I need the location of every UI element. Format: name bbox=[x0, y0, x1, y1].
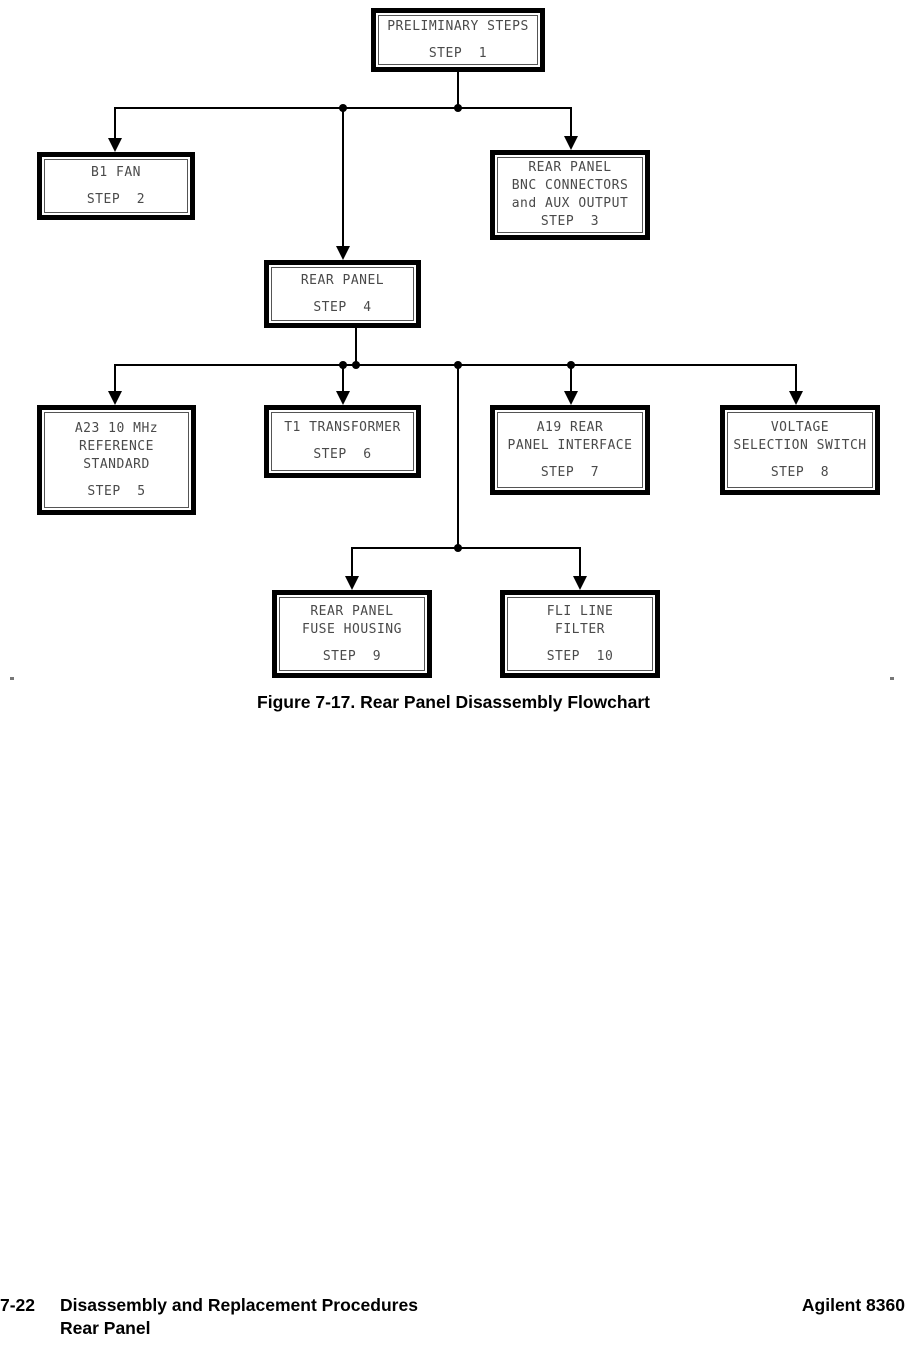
footer-chapter-block: Disassembly and Replacement Procedures R… bbox=[60, 1294, 418, 1340]
box-title: B1 FAN bbox=[91, 164, 141, 180]
page-number: 7-22 bbox=[0, 1295, 36, 1315]
connector-line bbox=[342, 364, 344, 393]
box-step-label: STEP 2 bbox=[86, 191, 146, 207]
connector-junction-dot bbox=[454, 104, 462, 112]
connector-line bbox=[570, 364, 572, 393]
box-step-label: STEP 4 bbox=[313, 299, 372, 315]
connector-line bbox=[457, 72, 459, 108]
margin-mark bbox=[10, 677, 14, 680]
connector-junction-dot bbox=[454, 544, 462, 552]
flowchart-box-step-5: A23 10 MHz REFERENCE STANDARD STEP 5 bbox=[37, 405, 196, 515]
flowchart-box-step-4: REAR PANEL STEP 4 bbox=[264, 260, 421, 328]
box-title: REAR PANEL bbox=[300, 272, 385, 288]
connector-line bbox=[355, 328, 357, 366]
flowchart-box-step-6: T1 TRANSFORMER STEP 6 bbox=[264, 405, 421, 478]
connector-line bbox=[570, 107, 572, 138]
box-step-label: STEP 1 bbox=[428, 45, 488, 61]
arrowhead-down-icon bbox=[564, 136, 578, 150]
flowchart-box-step-1: PRELIMINARY STEPS STEP 1 bbox=[371, 8, 545, 72]
box-title: T1 TRANSFORMER bbox=[284, 420, 401, 435]
box-step-label: STEP 8 bbox=[770, 464, 830, 480]
box-title: PRELIMINARY STEPS bbox=[387, 18, 529, 34]
flowchart-box-step-8: VOLTAGE SELECTION SWITCH STEP 8 bbox=[720, 405, 880, 495]
box-step-label: STEP 5 bbox=[87, 483, 146, 499]
section-title: Rear Panel bbox=[60, 1318, 151, 1338]
figure-caption: Figure 7-17. Rear Panel Disassembly Flow… bbox=[257, 692, 650, 712]
connector-line bbox=[342, 107, 344, 248]
flowchart-box-step-10: FLI LINE FILTER STEP 10 bbox=[500, 590, 660, 678]
arrowhead-down-icon bbox=[336, 391, 350, 405]
connector-line bbox=[795, 364, 797, 393]
arrowhead-down-icon bbox=[108, 391, 122, 405]
product-name: Agilent 8360 bbox=[801, 1295, 905, 1315]
box-step-label: STEP 3 bbox=[540, 214, 600, 229]
box-step-label: STEP 6 bbox=[313, 447, 372, 462]
flowchart-box-step-3: REAR PANEL BNC CONNECTORS and AUX OUTPUT… bbox=[490, 150, 650, 240]
connector-line bbox=[457, 364, 459, 548]
box-title: REAR PANEL BNC CONNECTORS and AUX OUTPUT bbox=[511, 160, 629, 211]
arrowhead-down-icon bbox=[108, 138, 122, 152]
margin-mark bbox=[890, 677, 894, 680]
footer-left: 7-22 Disassembly and Replacement Procedu… bbox=[0, 1294, 418, 1340]
connector-line bbox=[579, 547, 581, 578]
arrowhead-down-icon bbox=[345, 576, 359, 590]
box-step-label: STEP 7 bbox=[540, 464, 600, 480]
connector-line bbox=[351, 547, 353, 578]
box-title: REAR PANEL FUSE HOUSING bbox=[302, 603, 402, 637]
box-title: A23 10 MHz REFERENCE STANDARD bbox=[74, 420, 159, 472]
box-step-label: STEP 9 bbox=[322, 648, 382, 664]
connector-line bbox=[114, 107, 116, 140]
box-title: A19 REAR PANEL INTERFACE bbox=[507, 419, 633, 453]
chapter-title: Disassembly and Replacement Procedures bbox=[60, 1295, 418, 1315]
connector-junction-dot bbox=[352, 361, 360, 369]
flowchart-box-step-7: A19 REAR PANEL INTERFACE STEP 7 bbox=[490, 405, 650, 495]
arrowhead-down-icon bbox=[336, 246, 350, 260]
arrowhead-down-icon bbox=[789, 391, 803, 405]
connector-line bbox=[352, 547, 580, 549]
flowchart-box-step-2: B1 FAN STEP 2 bbox=[37, 152, 195, 220]
box-title: FLI LINE FILTER bbox=[546, 603, 614, 637]
arrowhead-down-icon bbox=[564, 391, 578, 405]
arrowhead-down-icon bbox=[573, 576, 587, 590]
box-step-label: STEP 10 bbox=[546, 648, 614, 664]
connector-line bbox=[114, 364, 116, 393]
box-title: VOLTAGE SELECTION SWITCH bbox=[733, 419, 867, 453]
flowchart-box-step-9: REAR PANEL FUSE HOUSING STEP 9 bbox=[272, 590, 432, 678]
